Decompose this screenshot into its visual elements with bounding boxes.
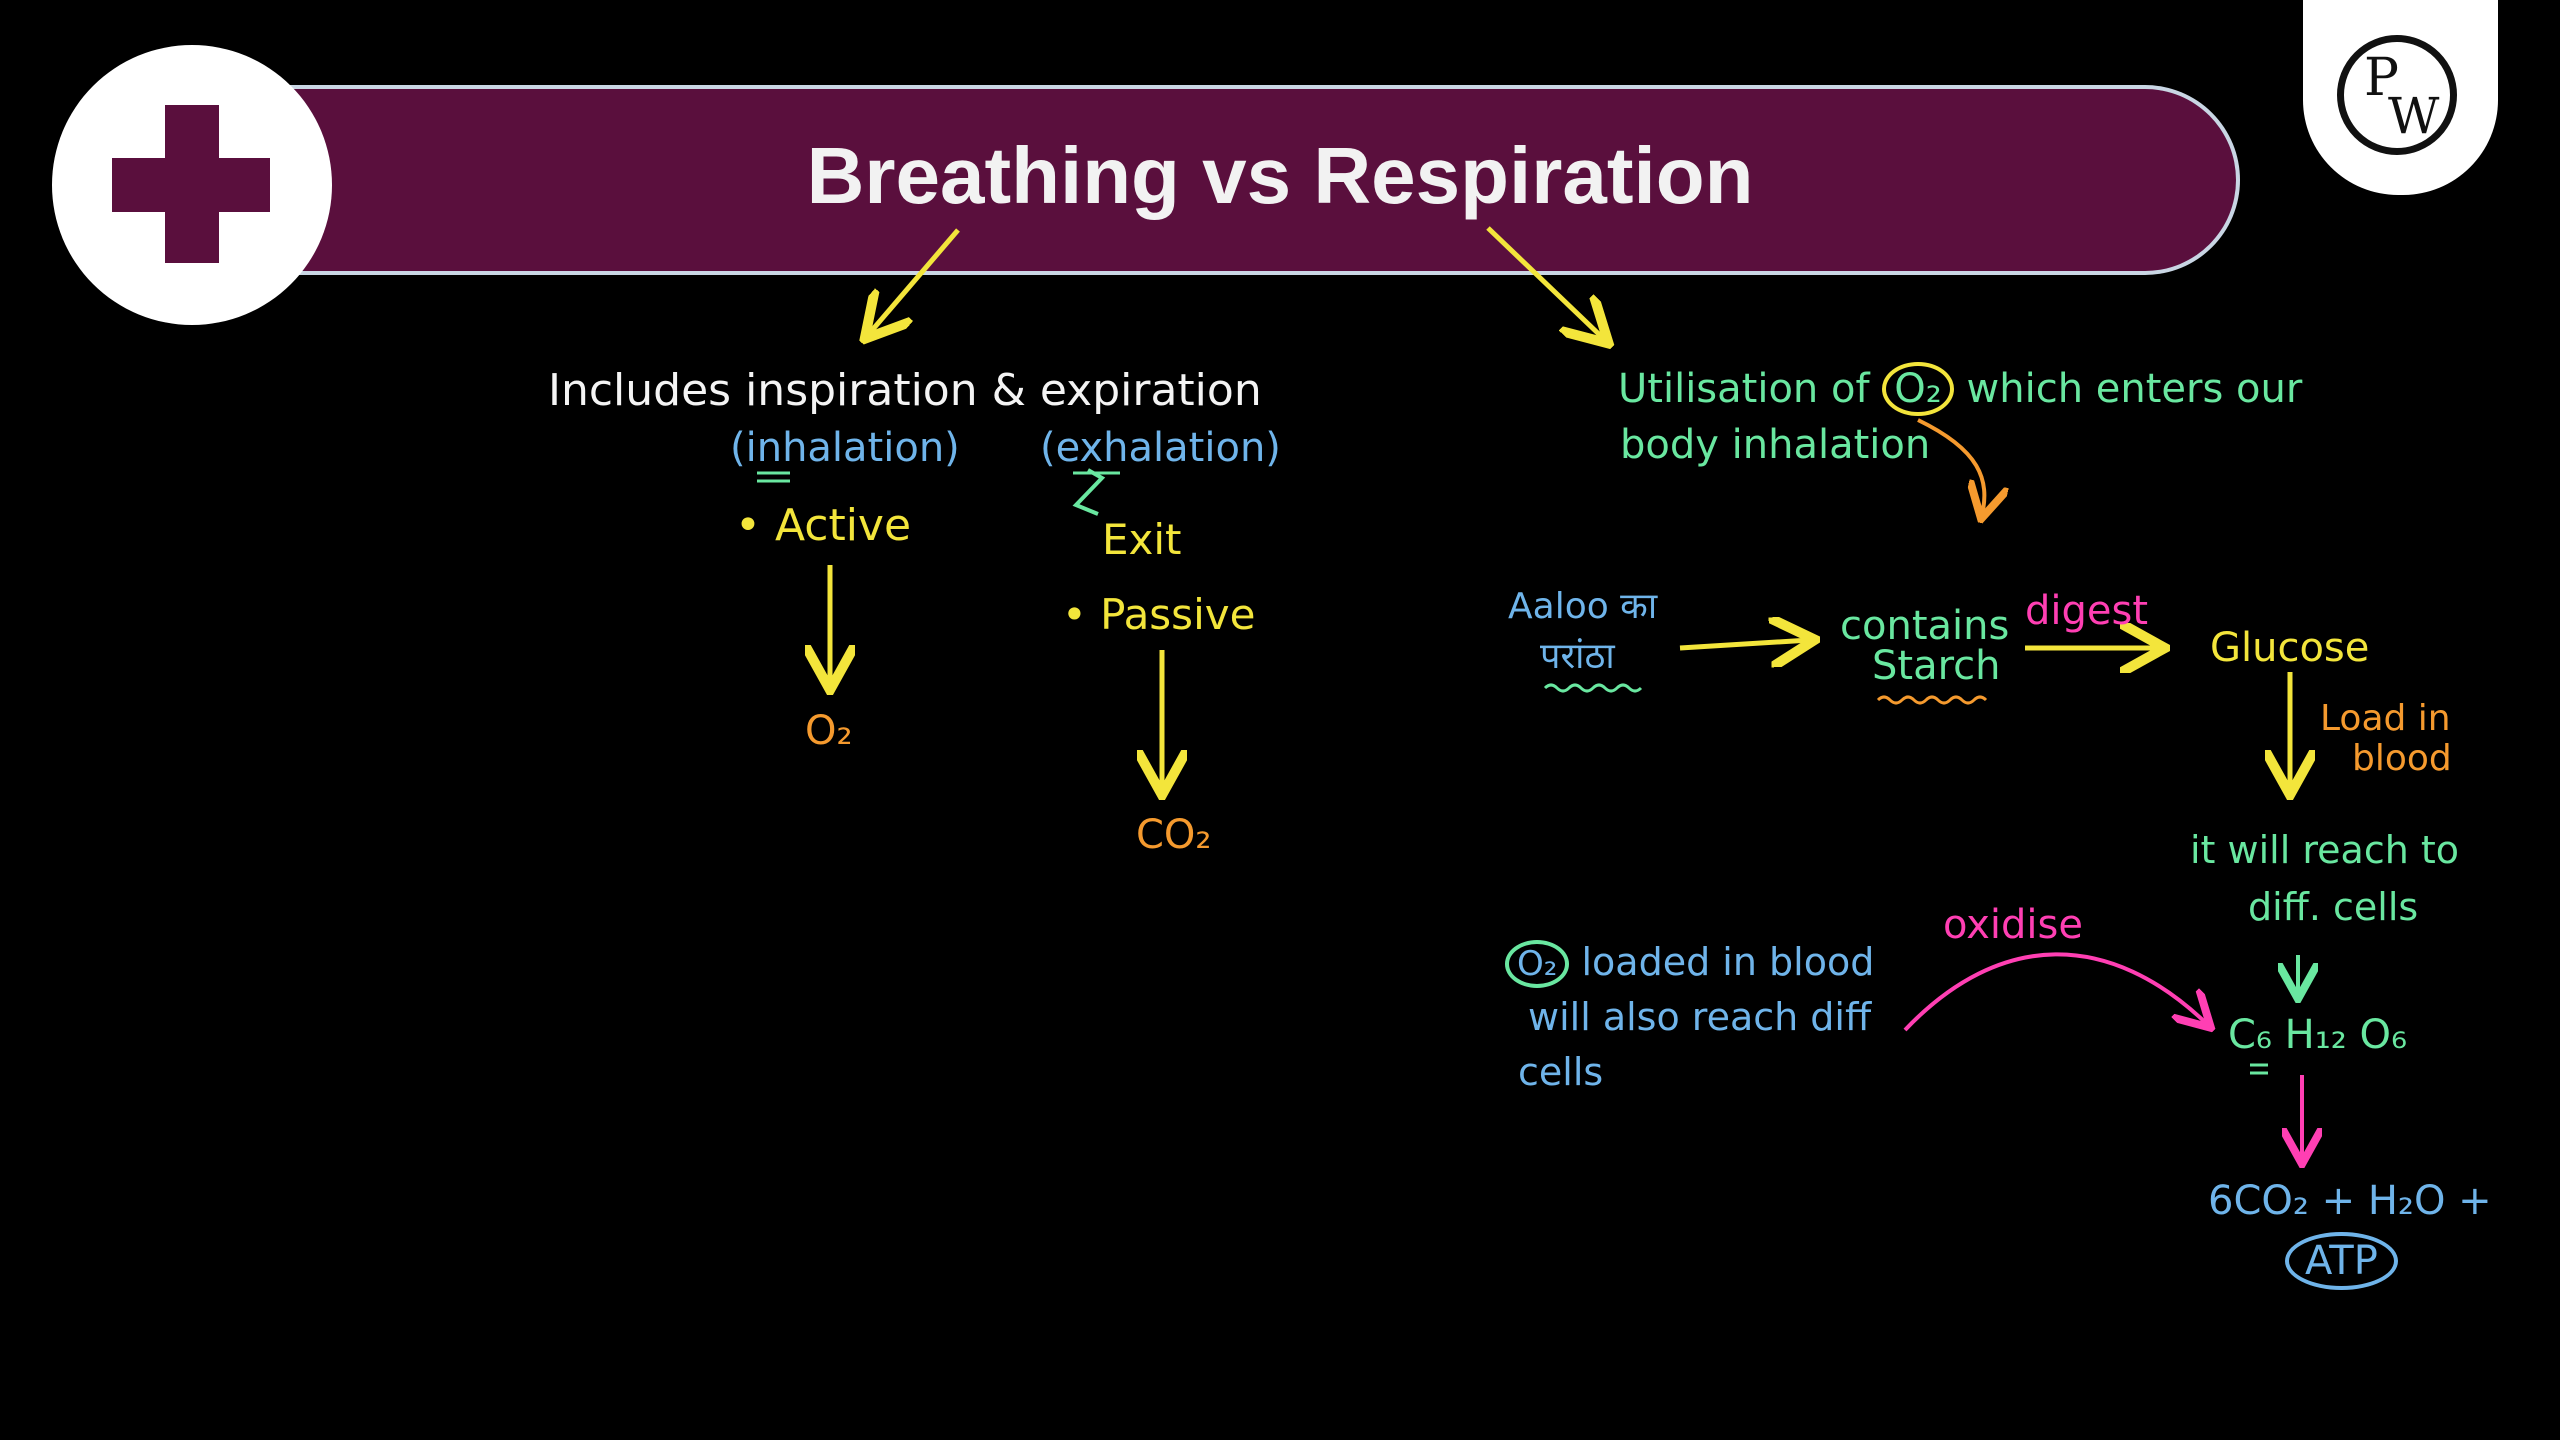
utilisation-o2-circle: O₂ [1882, 362, 1954, 416]
wavy-underline-starch [1876, 695, 1988, 705]
aaloo-line2: परांठा [1540, 636, 1615, 677]
exit-label: Exit [1102, 515, 1182, 564]
medical-cross-icon [52, 45, 332, 325]
active-label: • Active [735, 500, 912, 551]
arrow-to-respiration [1486, 226, 1605, 340]
o2-loaded-line2: will also reach diff [1528, 995, 1872, 1039]
reach-line2: diff. cells [2248, 885, 2419, 929]
o2-loaded-circle: O₂ [1505, 940, 1570, 988]
contains-text: contains [1840, 603, 2010, 649]
inhalation-label: (inhalation) [730, 425, 960, 471]
exhalation-label: (exhalation) [1040, 425, 1281, 471]
breathing-includes-text: Includes inspiration & expiration [548, 365, 1262, 416]
blood-text: blood [2352, 738, 2452, 779]
page-title: Breathing vs Respiration [806, 131, 1754, 220]
arrow-o2-down [1917, 418, 1984, 515]
load-in-text: Load in [2320, 698, 2451, 739]
arrow-to-breathing [868, 228, 960, 335]
o2-label: O₂ [805, 708, 853, 754]
logo-letter-p: P [2364, 48, 2399, 108]
co2-label: CO₂ [1136, 812, 1212, 858]
atp-circle: ATP [2285, 1232, 2398, 1290]
exit-pointer [1072, 468, 1106, 516]
wavy-underline-aaloo [1543, 683, 1643, 693]
utilisation-pre: Utilisation of [1618, 366, 1870, 412]
oxidise-arc [1903, 952, 2208, 1030]
glucose-text: Glucose [2210, 625, 2370, 671]
oxidise-text: oxidise [1943, 902, 2083, 948]
passive-label: • Passive [1062, 590, 1256, 639]
products-text: 6CO₂ + H₂O + [2208, 1178, 2492, 1224]
starch-text: Starch [1872, 643, 2001, 689]
utilisation-post: which enters our [1966, 366, 2303, 412]
title-banner [240, 85, 2240, 275]
digest-text: digest [2025, 588, 2149, 634]
glucose-formula: C₆ H₁₂ O₆ [2228, 1012, 2408, 1058]
arrow-aaloo-to-starch [1679, 640, 1810, 648]
atp-badge: ATP [2285, 1232, 2398, 1290]
body-inhalation-text: body inhalation [1620, 422, 1931, 468]
o2-loaded-line3: cells [1518, 1050, 1604, 1094]
o2-loaded-line1: O₂ loaded in blood [1505, 940, 1874, 988]
utilisation-line: Utilisation of O₂ which enters our [1618, 362, 2302, 416]
reach-line1: it will reach to [2190, 828, 2460, 872]
aaloo-line1: Aaloo का [1508, 586, 1658, 627]
logo-letter-w: W [2388, 87, 2440, 145]
loaded-text: loaded in blood [1581, 940, 1875, 984]
pw-logo-icon: P W [2303, 0, 2498, 195]
